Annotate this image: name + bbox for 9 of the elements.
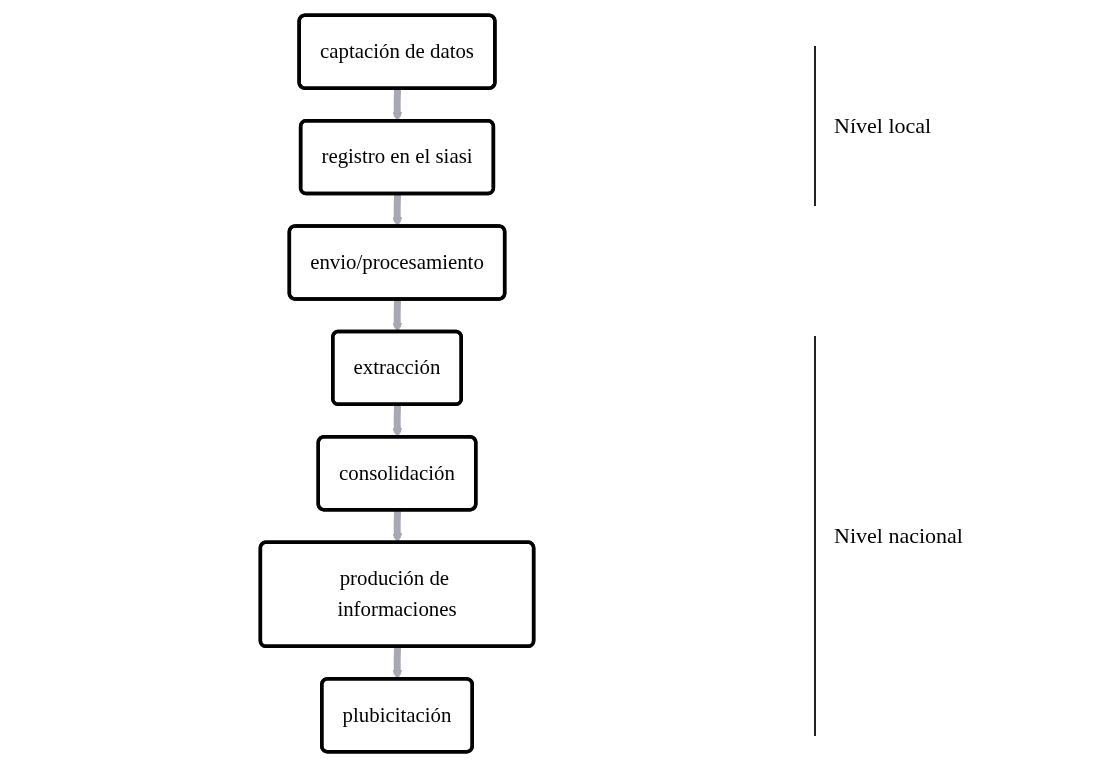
level-label: Nivel nacional xyxy=(814,336,963,736)
process-box: envio/procesamiento xyxy=(287,224,507,301)
process-box: extracción xyxy=(331,329,463,407)
level-label: Nível local xyxy=(814,46,932,206)
process-box: consolidación xyxy=(316,435,478,512)
process-box: plubicitación xyxy=(320,677,474,754)
process-box: produción de informaciones xyxy=(258,540,536,649)
process-box: captación de datos xyxy=(297,13,497,90)
process-box: registro en el siasi xyxy=(298,118,496,196)
